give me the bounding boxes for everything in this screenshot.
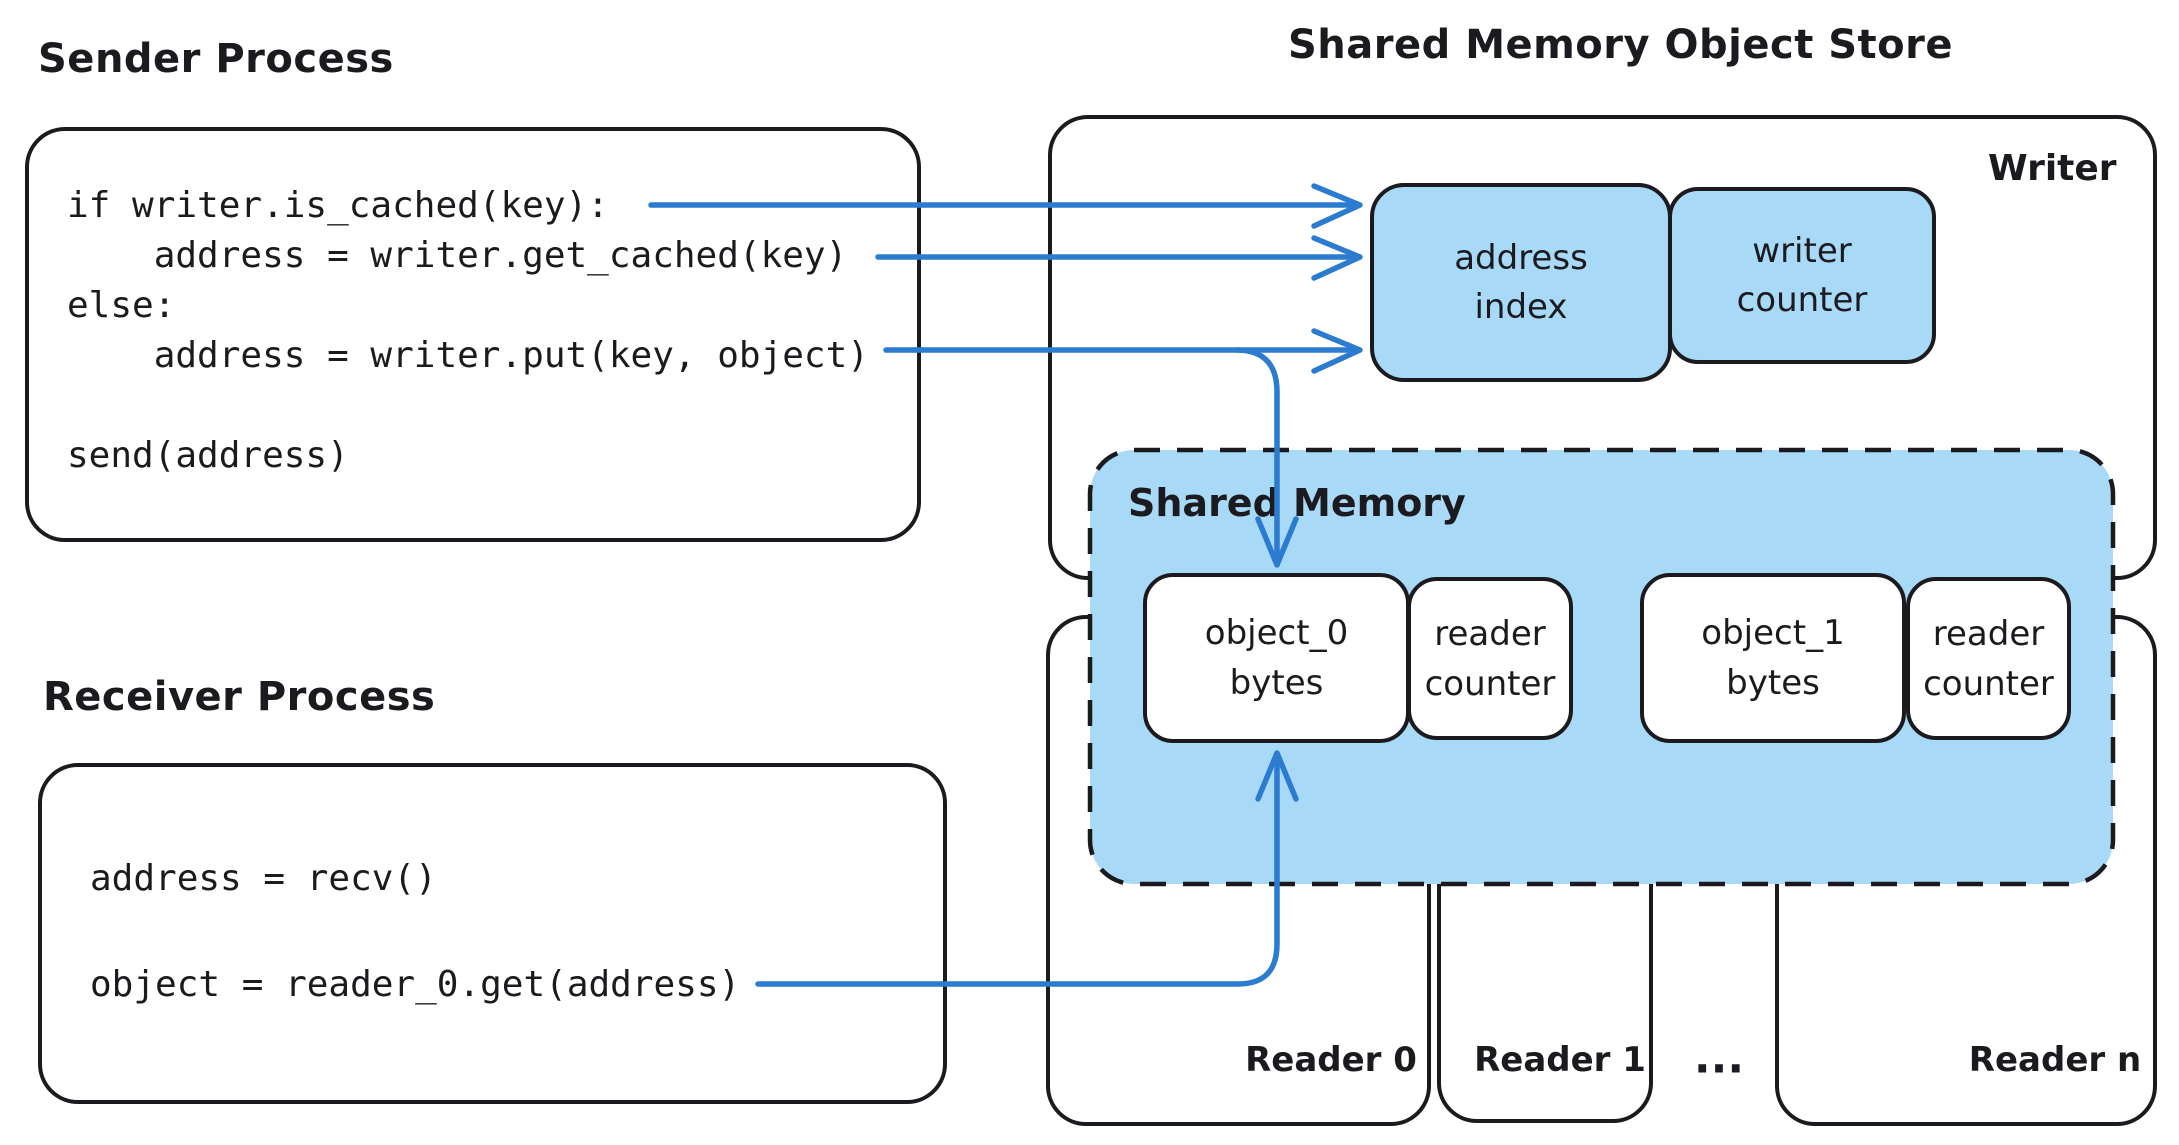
code-line: address = writer.put(key, object) bbox=[67, 335, 869, 376]
code-line: address = writer.get_cached(key) bbox=[67, 235, 848, 276]
sender-process-box bbox=[25, 127, 921, 542]
writer-label: Writer bbox=[1988, 148, 2117, 189]
reader-counter-1-line2: counter bbox=[1923, 663, 2054, 704]
shared-memory-label: Shared Memory bbox=[1128, 481, 1466, 525]
reader-counter-0-line2: counter bbox=[1424, 663, 1556, 704]
code-line: else: bbox=[67, 285, 176, 326]
reader-n-label: Reader n bbox=[1968, 1040, 2142, 1080]
code-line: address = recv() bbox=[90, 858, 437, 899]
readers-ellipsis: ... bbox=[1693, 1032, 1745, 1084]
reader-counter-0-cell: reader counter bbox=[1407, 577, 1573, 740]
sender-code-block: if writer.is_cached(key): address = writ… bbox=[67, 181, 869, 481]
code-line: send(address) bbox=[67, 435, 349, 476]
object-0-cell: object_0 bytes bbox=[1143, 573, 1410, 743]
code-line: if writer.is_cached(key): bbox=[67, 185, 609, 226]
writer-counter-line2: counter bbox=[1736, 279, 1868, 320]
object-0-line1: object_0 bbox=[1204, 613, 1349, 653]
reader-counter-1-line1: reader bbox=[1932, 613, 2045, 654]
sender-process-title: Sender Process bbox=[38, 36, 394, 82]
object-1-line2: bytes bbox=[1726, 663, 1820, 703]
receiver-process-title: Receiver Process bbox=[43, 674, 436, 720]
address-index-line2: index bbox=[1474, 286, 1568, 327]
code-line bbox=[67, 381, 869, 431]
object-1-cell: object_1 bytes bbox=[1640, 573, 1906, 743]
reader-counter-1-cell: reader counter bbox=[1906, 577, 2071, 740]
writer-counter-line1: writer bbox=[1752, 230, 1852, 271]
store-title: Shared Memory Object Store bbox=[1288, 22, 1954, 68]
receiver-code-block: address = recv() object = reader_0.get(a… bbox=[90, 852, 740, 1011]
address-index-line1: address bbox=[1454, 237, 1588, 278]
object-1-line1: object_1 bbox=[1701, 613, 1845, 653]
code-line bbox=[90, 905, 740, 958]
reader-counter-0-line1: reader bbox=[1434, 613, 1546, 654]
writer-counter-cell: writer counter bbox=[1668, 187, 1936, 364]
address-index-cell: address index bbox=[1370, 183, 1672, 382]
code-line: object = reader_0.get(address) bbox=[90, 964, 741, 1005]
reader-0-label: Reader 0 bbox=[1245, 1040, 1417, 1080]
object-0-line2: bytes bbox=[1229, 663, 1324, 703]
reader-1-label: Reader 1 bbox=[1474, 1040, 1646, 1080]
